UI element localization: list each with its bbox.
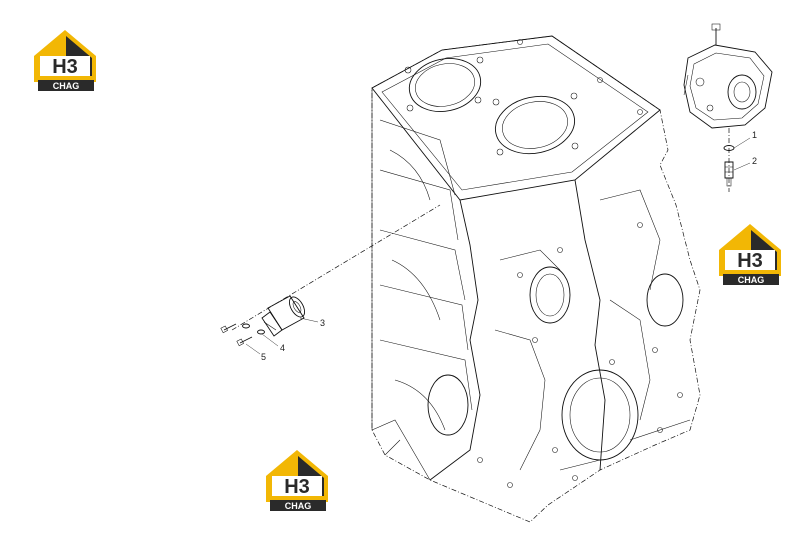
part-4-washer: [242, 323, 250, 329]
engine-block: [371, 35, 701, 523]
svg-text:H3: H3: [737, 250, 763, 272]
callout-2: 2: [752, 156, 757, 166]
pump-assembly: [683, 23, 773, 129]
svg-text:CHAG: CHAG: [285, 501, 312, 511]
part-3-sensor: [261, 295, 306, 337]
callout-1: 1: [752, 130, 757, 140]
callout-3: 3: [320, 318, 325, 328]
svg-text:H3: H3: [52, 56, 78, 78]
svg-text:CHAG: CHAG: [53, 81, 80, 91]
callout-5: 5: [261, 352, 266, 362]
svg-text:CHAG: CHAG: [738, 275, 765, 285]
brand-logo-bottom: H3 CHAG: [262, 446, 332, 512]
brand-logo-top-left: H3 CHAG: [30, 26, 100, 92]
svg-text:H3: H3: [284, 476, 310, 498]
part-5-bolt: [220, 323, 237, 334]
part-4-washer-b: [257, 329, 265, 335]
brand-logo-right: H3 CHAG: [715, 220, 785, 286]
leader-lines: [245, 137, 751, 355]
callout-4: 4: [280, 343, 285, 353]
part-5-bolt-b: [236, 336, 253, 347]
